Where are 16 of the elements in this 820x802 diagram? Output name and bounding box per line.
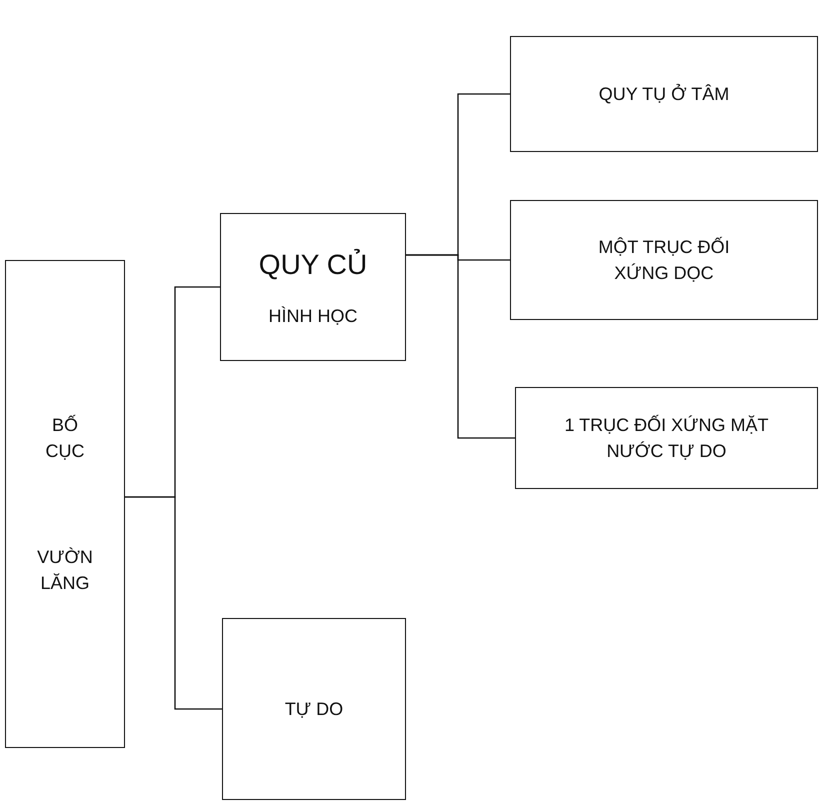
node-text: VƯỜN LĂNG xyxy=(36,546,94,596)
text-box xyxy=(510,200,818,320)
text-box xyxy=(222,618,406,800)
connector-line xyxy=(125,496,222,710)
node-heading: TỰ DO xyxy=(284,698,344,721)
node-heading: BỐ CỤC xyxy=(44,414,86,463)
node-heading: QUY TỤ Ở TÂM xyxy=(598,82,730,106)
node-heading: MỘT TRỤC ĐỐI XỨNG DỌC xyxy=(597,236,731,285)
node-heading: QUY CỦ xyxy=(258,248,368,282)
text-box xyxy=(515,387,818,489)
node-text: HÌNH HỌC xyxy=(268,305,358,328)
text-box xyxy=(220,213,406,361)
text-box xyxy=(5,260,125,748)
connector-line xyxy=(406,254,515,439)
text-box xyxy=(510,36,818,152)
node-heading: 1 TRỤC ĐỐI XỨNG MẶT NƯỚC TỰ DO xyxy=(563,414,770,463)
